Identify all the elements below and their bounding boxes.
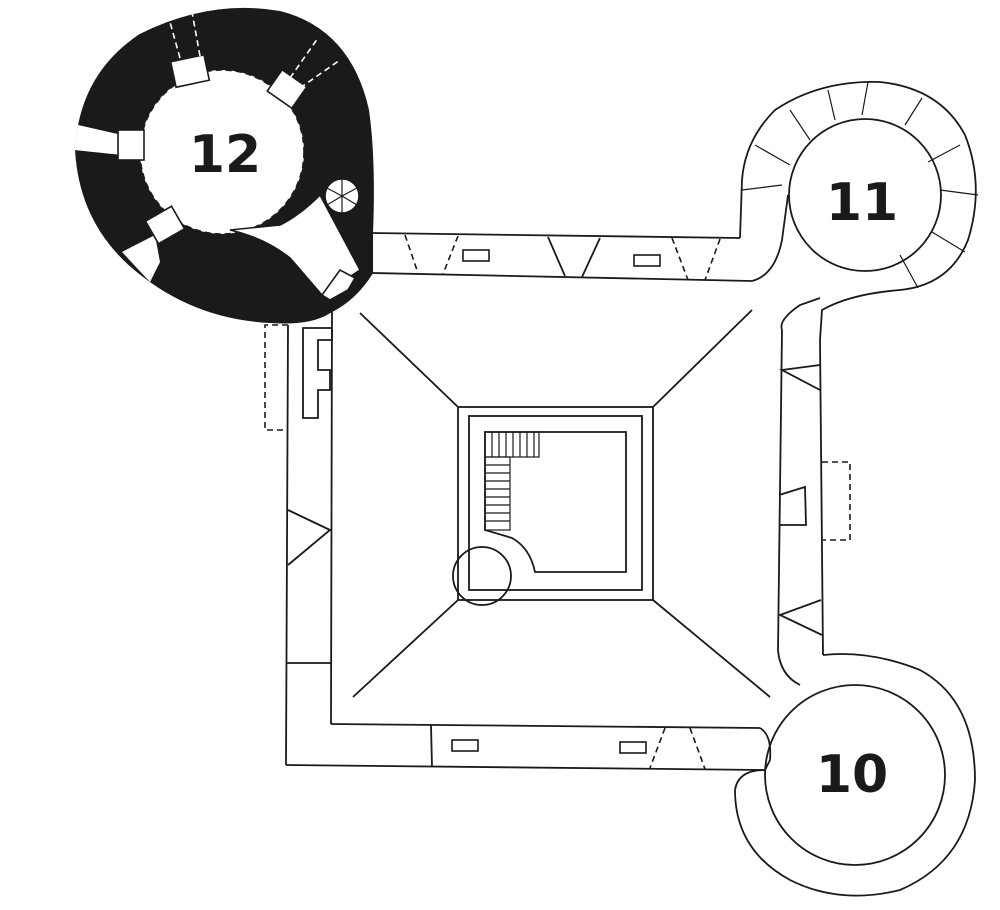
tower-12: 12 bbox=[74, 7, 374, 324]
north-loophole-2 bbox=[671, 237, 721, 281]
tower-12-niche-ne bbox=[266, 68, 308, 110]
north-embrasure bbox=[547, 236, 601, 278]
tower-12-niche-w bbox=[117, 129, 145, 161]
south-window-2 bbox=[619, 741, 647, 754]
keep-chamber bbox=[484, 431, 627, 573]
tower-10-outer-wall bbox=[734, 653, 976, 897]
tower-11-inner-wall bbox=[788, 118, 942, 272]
keep-stair-turret bbox=[452, 546, 512, 606]
east-embrasure-2 bbox=[777, 599, 823, 636]
south-wall-divider bbox=[430, 724, 433, 768]
tower-12-openings bbox=[74, 125, 160, 282]
east-latrine-outline bbox=[822, 461, 851, 541]
east-wall-inner bbox=[777, 329, 801, 686]
tower-10-junction bbox=[759, 727, 772, 771]
wall-features bbox=[264, 234, 851, 770]
tower-12-label: 12 bbox=[189, 125, 261, 185]
tower-10-inner-wall bbox=[764, 684, 946, 866]
tower-10-label: 10 bbox=[816, 745, 888, 805]
keep-staircase bbox=[484, 431, 540, 531]
tower-12-niche-n bbox=[169, 53, 211, 89]
tower-10: 10 bbox=[734, 653, 976, 897]
keep-inner-wall bbox=[468, 415, 643, 591]
north-loophole-1 bbox=[404, 234, 459, 275]
north-wall-inner bbox=[371, 272, 753, 282]
south-window-1 bbox=[451, 739, 479, 752]
west-latrine-outline bbox=[264, 324, 288, 431]
west-stair-passage bbox=[302, 327, 333, 419]
south-wall-inner bbox=[330, 723, 761, 729]
west-wall-outer bbox=[285, 324, 289, 766]
tower-12-niche-sw bbox=[144, 205, 186, 245]
tower-11-embrasures bbox=[741, 81, 979, 289]
north-wall-outer bbox=[371, 232, 741, 239]
west-embrasure bbox=[287, 509, 332, 566]
tower-12-spiral-stair bbox=[324, 178, 360, 214]
keep-outer-wall bbox=[457, 406, 654, 601]
east-wall-outer bbox=[819, 339, 824, 656]
north-window-1 bbox=[462, 249, 490, 262]
east-passage bbox=[778, 485, 807, 526]
roof-hip-lines bbox=[352, 309, 771, 698]
tower-12-inner-wall bbox=[139, 69, 305, 235]
north-window-2 bbox=[633, 254, 661, 267]
south-loophole bbox=[649, 727, 706, 770]
west-wall-inner bbox=[330, 307, 333, 725]
central-keep bbox=[352, 309, 771, 698]
east-embrasure-1 bbox=[779, 364, 821, 391]
tower-12-doorway bbox=[320, 268, 357, 301]
east-wall-inner-top bbox=[780, 297, 821, 331]
tower-11-label: 11 bbox=[826, 173, 898, 233]
south-wall-outer bbox=[285, 764, 766, 771]
curtain-walls bbox=[285, 232, 824, 771]
tower-11-outer-wall bbox=[739, 81, 977, 341]
tower-11-junction bbox=[751, 194, 789, 282]
tower-12-loopholes bbox=[167, 11, 341, 89]
tower-11: 11 bbox=[739, 81, 979, 341]
